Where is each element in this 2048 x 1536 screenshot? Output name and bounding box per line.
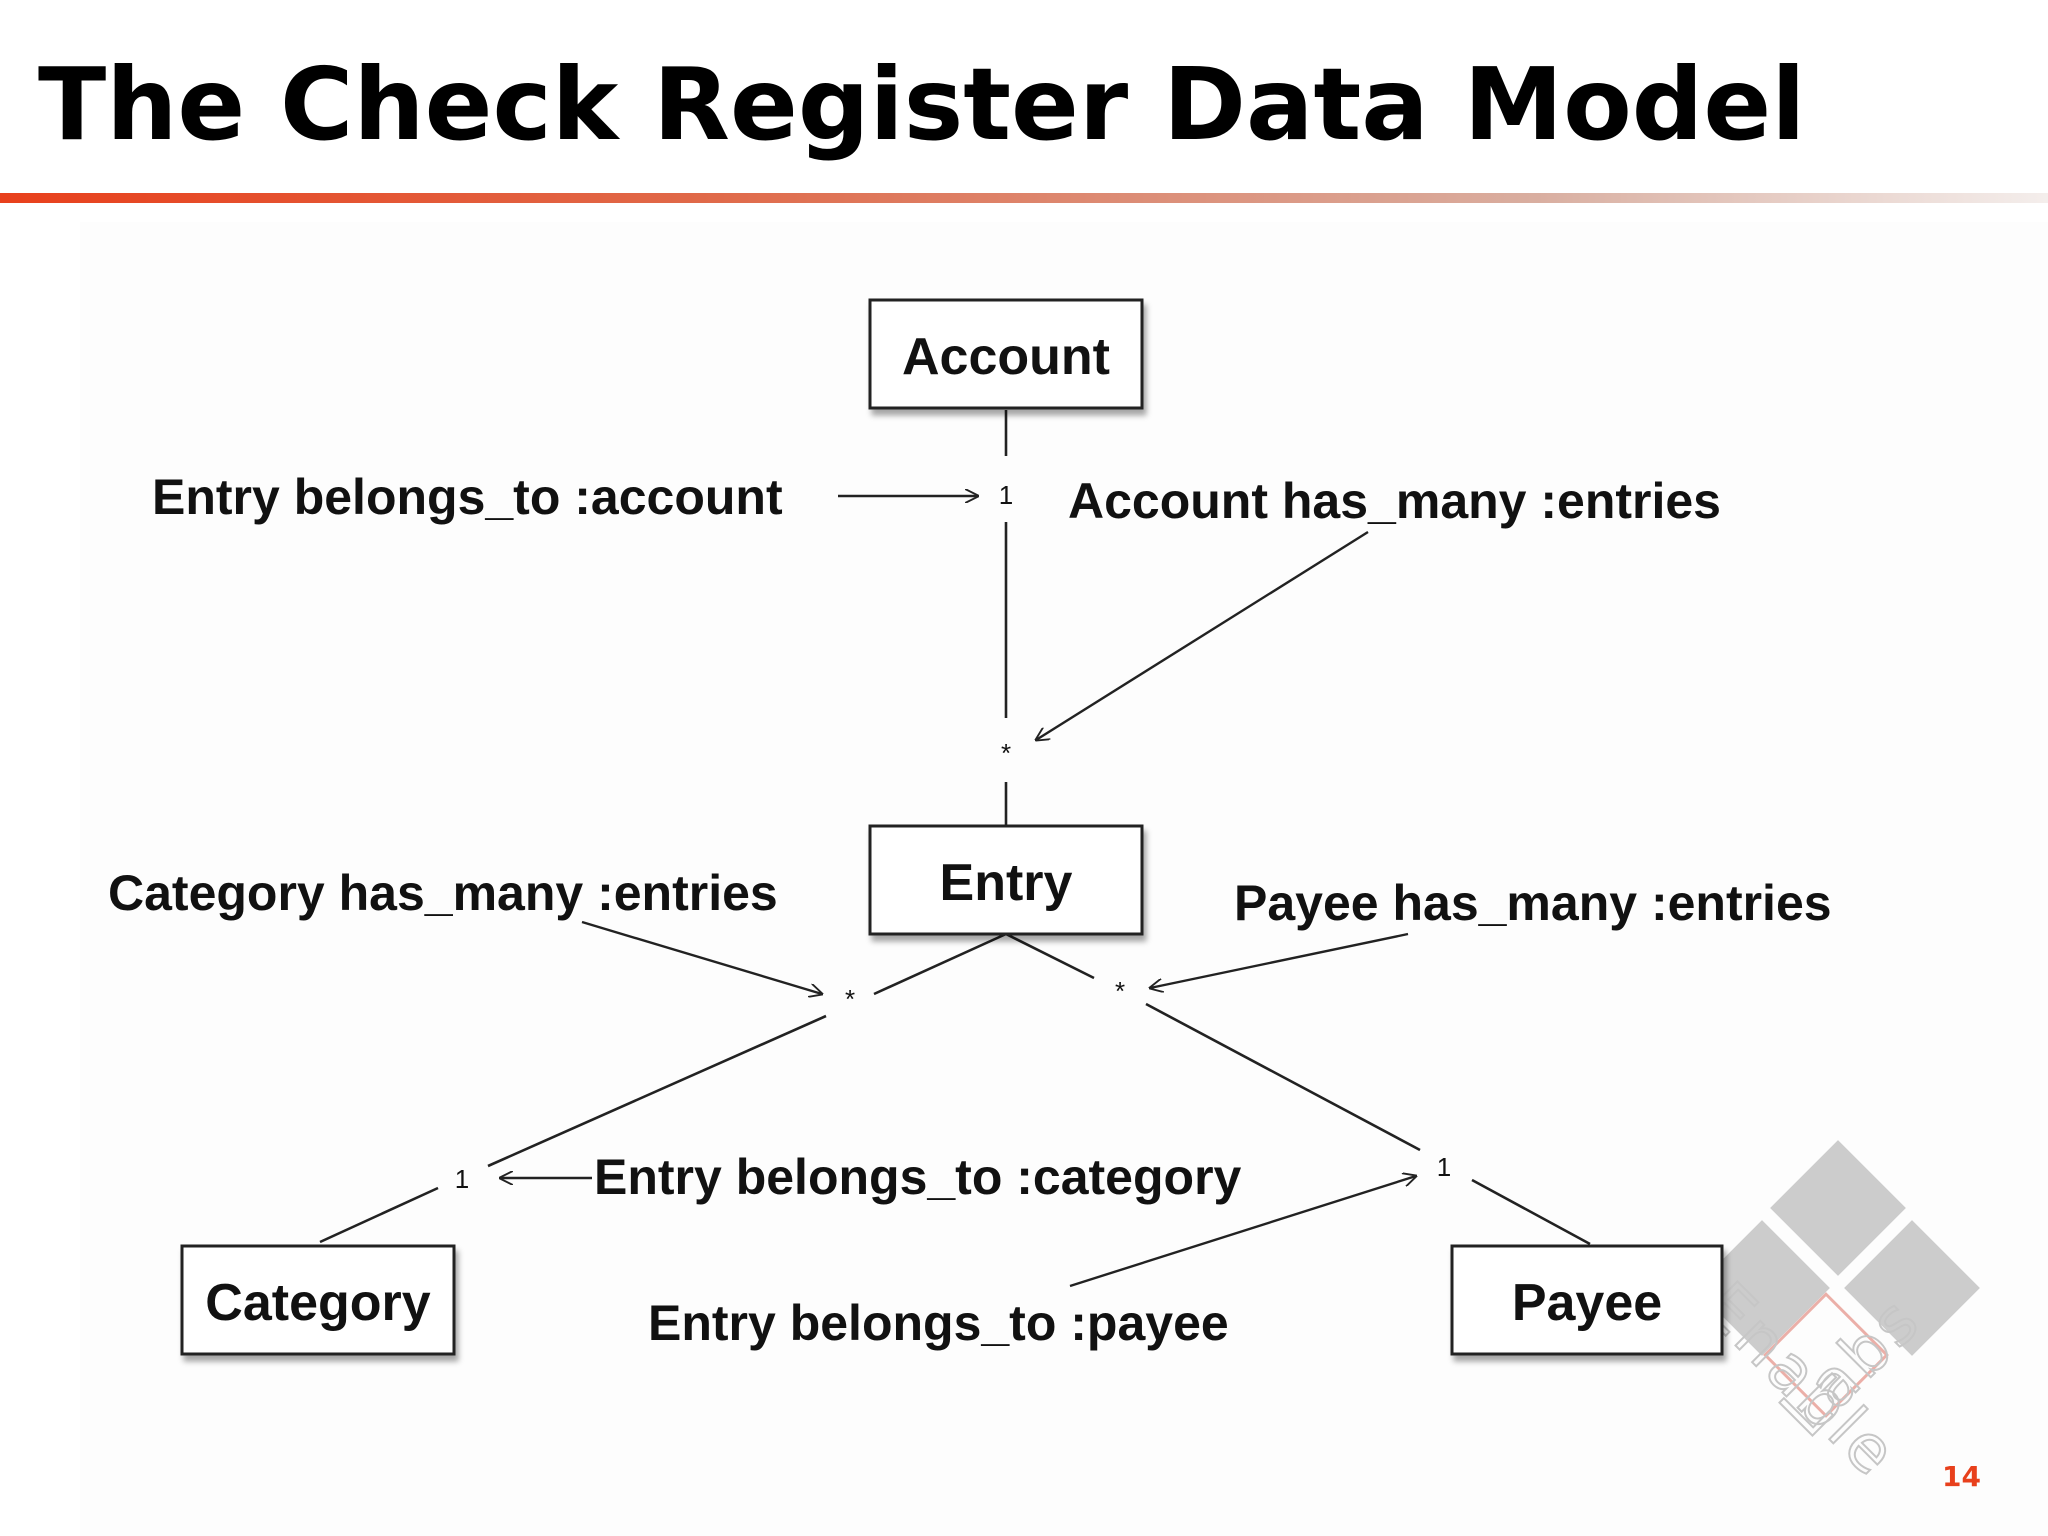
entry-payee-line-mid: [1145, 1002, 1421, 1152]
entry-category-line-mid: [487, 1014, 827, 1168]
multiplicity-account-end: 1: [999, 480, 1013, 510]
label-entry-belongs-to-account: Entry belongs_to :account: [152, 469, 783, 525]
label-entry-belongs-to-category: Entry belongs_to :category: [594, 1149, 1242, 1205]
entity-label-account: Account: [902, 328, 1110, 386]
entity-label-entry: Entry: [940, 854, 1073, 912]
category-line-bottom: [319, 1186, 439, 1244]
multiplicity-entry-payee-end: *: [1115, 976, 1125, 1006]
entity-box-payee: [1450, 1244, 1724, 1356]
title-rule: [0, 193, 2048, 203]
multiplicity-entry-category-end: *: [845, 984, 855, 1014]
page-number: 14: [1942, 1460, 1981, 1493]
label-category-has-many-entries: Category has_many :entries: [108, 865, 778, 921]
logo-diamond-right: [1844, 1220, 1980, 1356]
arrow-account-has-many-entries: [1036, 530, 1369, 740]
entity-label-category: Category: [205, 1274, 430, 1332]
enable-labs-logo-watermark: Enable Labs: [1688, 1140, 1980, 1493]
multiplicity-entry-account-end: *: [1001, 738, 1011, 768]
label-account-has-many-entries: Account has_many :entries: [1068, 473, 1721, 529]
entity-payee: Payee: [1450, 1244, 1724, 1356]
entity-entry: Entry: [868, 824, 1144, 936]
arrow-category-has-many-entries: [581, 920, 822, 994]
entity-label-payee: Payee: [1512, 1274, 1662, 1332]
entry-payee-line-top: [1005, 932, 1095, 980]
entity-box-category: [180, 1244, 456, 1356]
logo-diamond-top: [1770, 1140, 1906, 1276]
multiplicity-payee-end: 1: [1437, 1152, 1451, 1182]
logo-diamond-left: [1694, 1220, 1830, 1356]
entry-category-line-top: [873, 932, 1007, 996]
logo-diamond-outline: [1763, 1292, 1889, 1418]
entity-box-account: [868, 298, 1144, 410]
entity-box-entry: [868, 824, 1144, 936]
arrow-payee-has-many-entries: [1150, 932, 1409, 988]
arrow-entry-belongs-to-payee: [1069, 1176, 1416, 1288]
payee-line-bottom: [1471, 1178, 1591, 1246]
slide-title: The Check Register Data Model: [38, 46, 1806, 163]
label-entry-belongs-to-payee: Entry belongs_to :payee: [648, 1295, 1229, 1351]
entity-category: Category: [180, 1244, 456, 1356]
label-payee-has-many-entries: Payee has_many :entries: [1234, 875, 1832, 931]
entity-account: Account: [868, 298, 1144, 410]
multiplicity-category-end: 1: [455, 1164, 469, 1194]
